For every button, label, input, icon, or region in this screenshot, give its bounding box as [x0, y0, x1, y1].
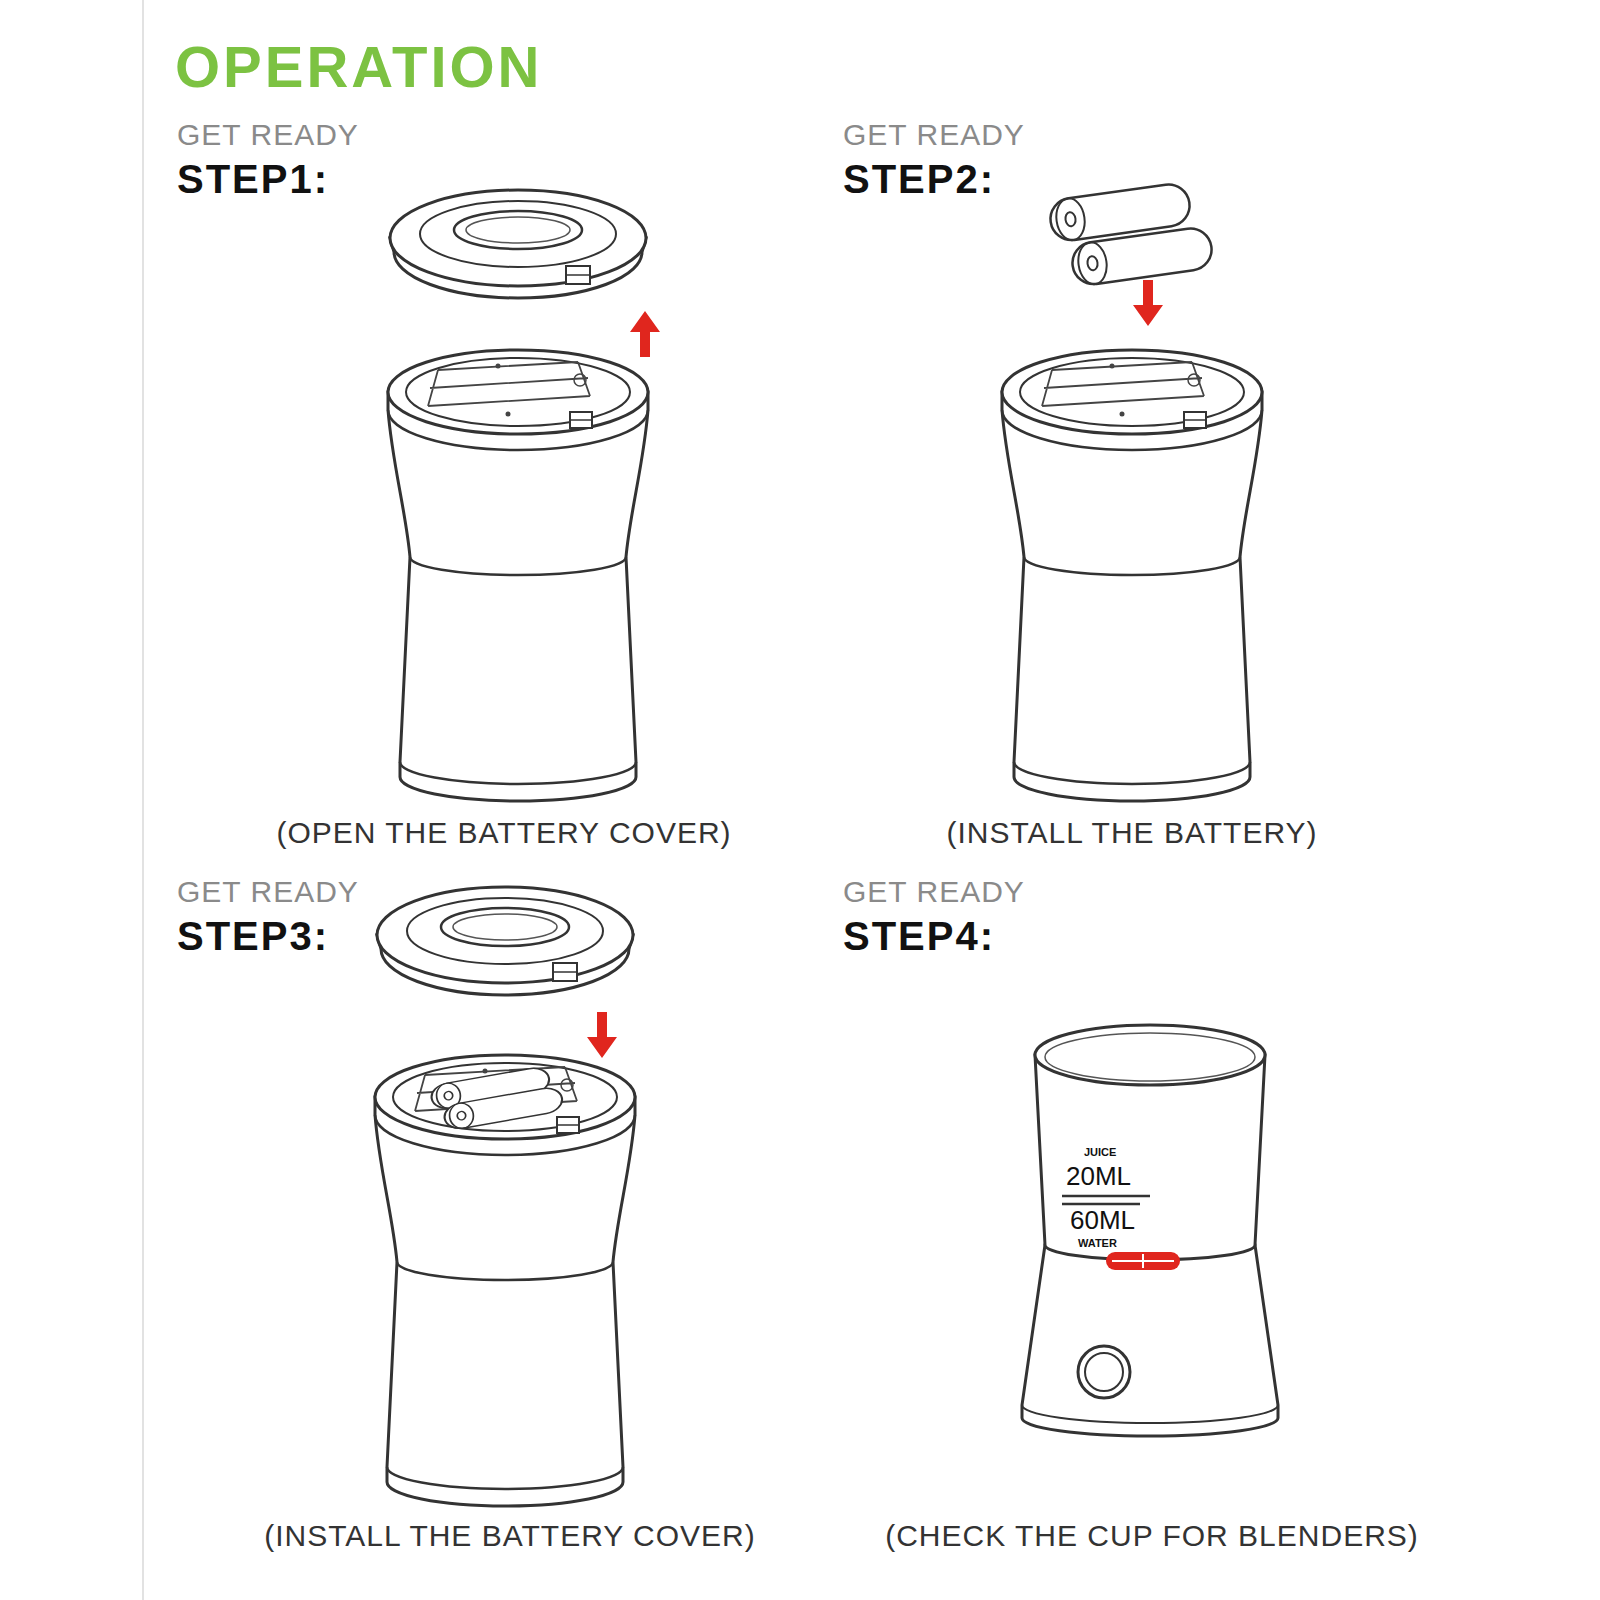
step-number: STEP2: [843, 156, 995, 202]
battery-cover [377, 887, 633, 995]
page-title: OPERATION [175, 34, 543, 101]
step-kicker: GET READY [843, 875, 1025, 910]
step-number: STEP4: [843, 913, 995, 959]
down-arrow [1133, 280, 1163, 326]
step-kicker: GET READY [843, 118, 1025, 153]
installed-battery [443, 1086, 565, 1131]
step-number: STEP3: [177, 913, 329, 959]
blender-cup [1022, 1025, 1278, 1436]
page-edge [142, 0, 144, 1600]
step-caption: (INSTALL THE BATTERY) [946, 816, 1317, 851]
step-caption: (OPEN THE BATTERY COVER) [276, 816, 731, 851]
lantern-body [375, 1055, 635, 1506]
down-arrow [587, 1012, 617, 1058]
cup-marking: 60ML [1070, 1206, 1135, 1236]
up-arrow [630, 311, 660, 357]
cup-marking: JUICE [1084, 1146, 1116, 1159]
cup-marking: 20ML [1066, 1162, 1131, 1192]
step-number: STEP1: [177, 156, 329, 202]
step-caption: (INSTALL THE BATTERY COVER) [264, 1519, 756, 1554]
battery-cover [390, 190, 646, 298]
step-caption: (CHECK THE CUP FOR BLENDERS) [885, 1519, 1419, 1554]
step-kicker: GET READY [177, 875, 359, 910]
lantern-body [388, 350, 648, 801]
cup-marking: WATER [1078, 1237, 1117, 1250]
lantern-body [1002, 350, 1262, 801]
battery [1070, 226, 1214, 287]
step-kicker: GET READY [177, 118, 359, 153]
